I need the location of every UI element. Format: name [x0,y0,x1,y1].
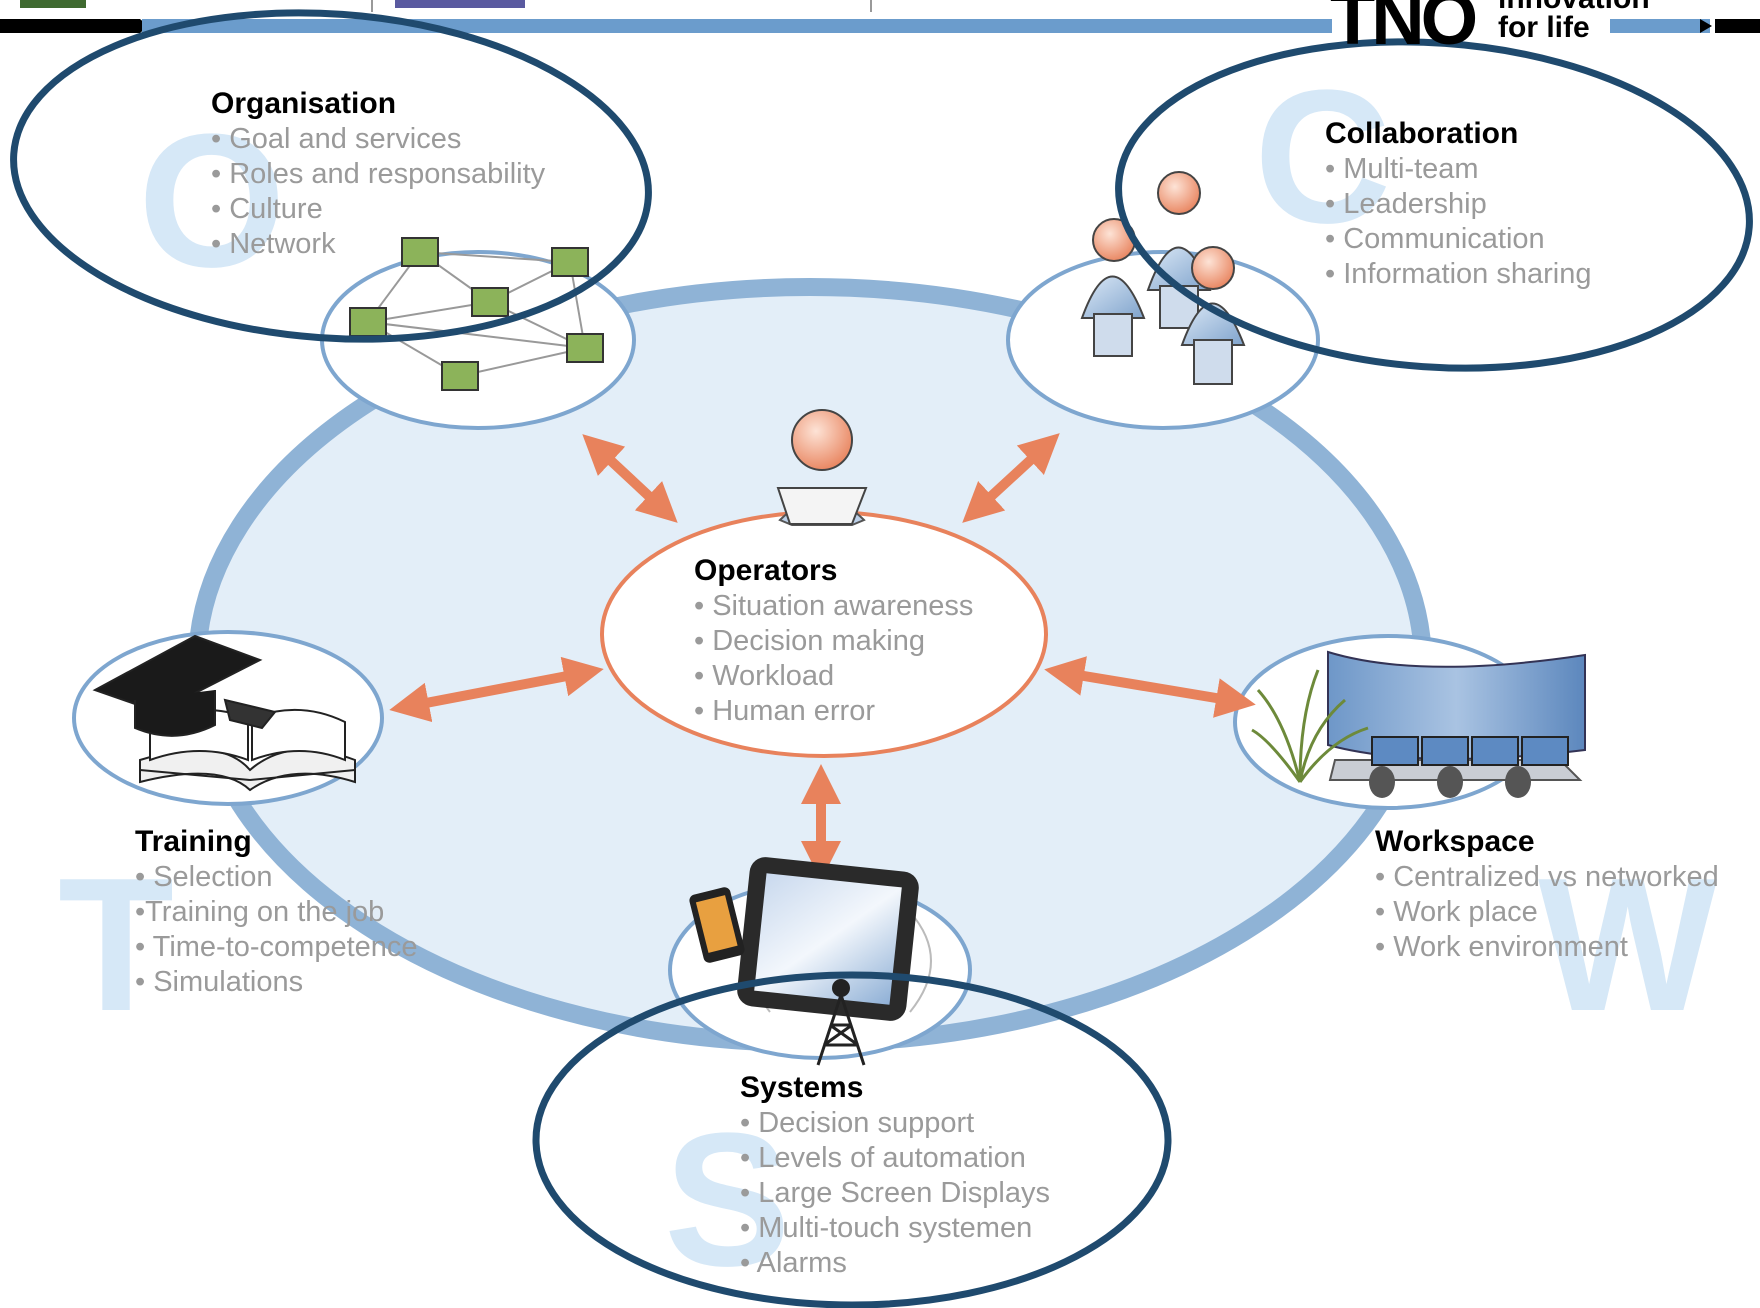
workspace-item: • Work environment [1375,931,1628,963]
training-item: • Selection [135,861,273,893]
training-item: • Simulations [135,966,304,998]
letter-s: S [664,1094,791,1306]
arrow-organisation [582,434,678,523]
collaboration-node [1006,250,1320,430]
control-room-icon [1251,650,1586,798]
systems-item: • Large Screen Displays [740,1177,1050,1209]
systems-title: Systems [740,1071,864,1104]
workspace-item: • Centralized vs networked [1375,861,1719,893]
organisation-block: Organisation • Goal and services • Roles… [211,86,545,262]
highlight-collaboration [1115,38,1753,372]
arrow-collaboration [962,433,1060,523]
collaboration-block: Collaboration • Multi-team • Leadership … [1325,116,1591,292]
systems-block: Systems • Decision support • Levels of a… [740,1070,1050,1281]
workspace-title: Workspace [1375,825,1535,858]
collaboration-title: Collaboration [1325,117,1519,150]
letter-c: C [1254,51,1392,263]
network-icon [349,237,604,391]
operators-item: • Decision making [694,625,925,657]
header-photo-middle [395,0,525,8]
operators-item: • Workload [694,660,835,692]
logo-brand: TNO [1330,0,1478,60]
organisation-item: • Network [211,228,336,260]
arrow-workspace [1044,656,1256,718]
systems-item: • Levels of automation [740,1142,1026,1174]
systems-item: • Decision support [740,1107,975,1139]
systems-item: • Alarms [740,1247,847,1279]
operator-icon [776,409,868,526]
organisation-title: Organisation [211,87,397,120]
operators-item: • Situation awareness [694,590,974,622]
collaboration-item: • Information sharing [1325,258,1592,290]
organisation-item: • Culture [211,193,323,225]
workspace-item: • Work place [1375,896,1538,928]
highlight-organisation [10,9,652,343]
collaboration-item: • Multi-team [1325,153,1479,185]
collaboration-item: • Leadership [1325,188,1487,220]
highlight-systems [532,971,1172,1308]
collaboration-item: • Communication [1325,223,1545,255]
people-icon [1080,171,1246,385]
systems-item: • Multi-touch systemen [740,1212,1033,1244]
organisation-item: • Goal and services [211,123,462,155]
operators-title: Operators [694,554,838,587]
arrow-training [389,656,604,723]
graduation-icon [92,634,356,792]
logo-tagline-2: for life [1498,11,1590,44]
training-block: Training • Selection •Training on the jo… [135,824,418,1000]
header-photo-left [20,0,86,8]
letter-t: T [58,839,175,1051]
letter-o: O [138,95,286,307]
training-item: •Training on the job [135,896,385,928]
logo-tagline-1: innovation [1498,0,1650,16]
letter-w: W [1538,839,1718,1051]
workspace-block: Workspace • Centralized vs networked • W… [1375,824,1719,965]
training-item: • Time-to-competence [135,931,418,963]
operators-item: • Human error [694,695,875,727]
training-title: Training [135,825,252,858]
organisation-item: • Roles and responsability [211,158,546,190]
arrows [389,433,1256,881]
operators-block: Operators • Situation awareness • Decisi… [694,553,973,729]
